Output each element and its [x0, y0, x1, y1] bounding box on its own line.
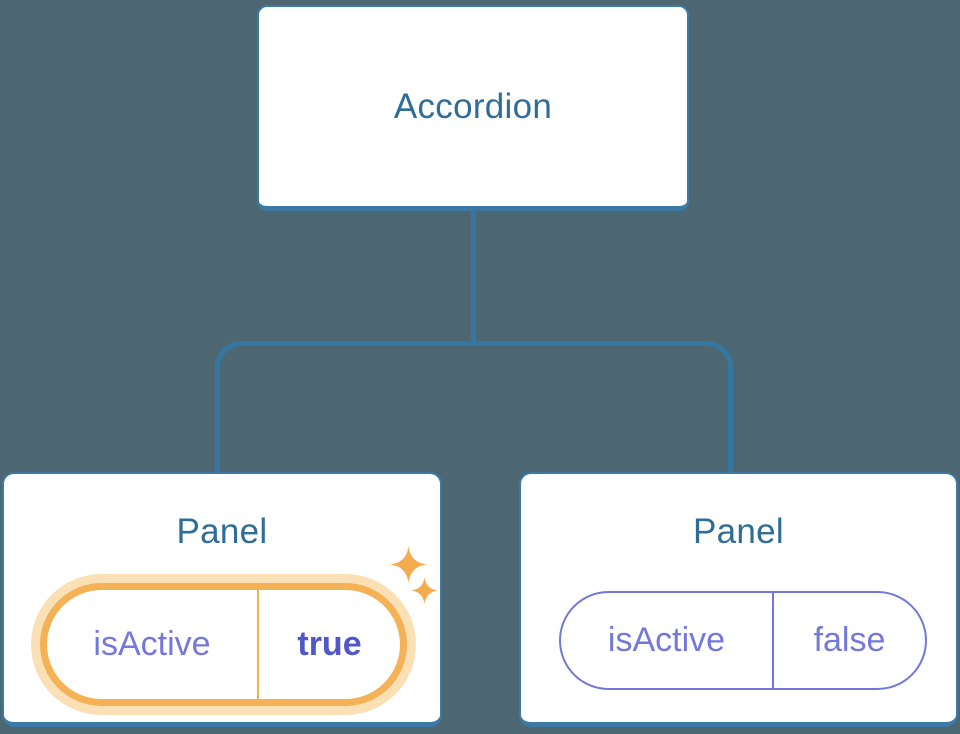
sparkle-icon — [411, 577, 438, 604]
panel-node-inactive: Panel isActive false — [519, 472, 958, 727]
state-pill-active: isActive true — [40, 583, 407, 706]
panel-title: Panel — [176, 512, 268, 551]
pill-divider — [772, 593, 774, 688]
state-key-label: isActive — [93, 625, 211, 663]
state-value-label: false — [813, 621, 886, 659]
connector-bracket — [215, 341, 733, 472]
state-pill-inactive: isActive false — [559, 591, 927, 690]
panel-node-active: Panel isActive true — [2, 472, 442, 727]
pill-divider — [257, 590, 259, 699]
state-value-label: true — [297, 625, 362, 663]
sparkle-icon — [390, 546, 427, 583]
state-key-label: isActive — [607, 621, 726, 659]
panel-title: Panel — [692, 512, 785, 551]
accordion-node: Accordion — [257, 5, 689, 211]
accordion-node-label: Accordion — [393, 86, 553, 126]
connector-stem — [471, 209, 476, 344]
